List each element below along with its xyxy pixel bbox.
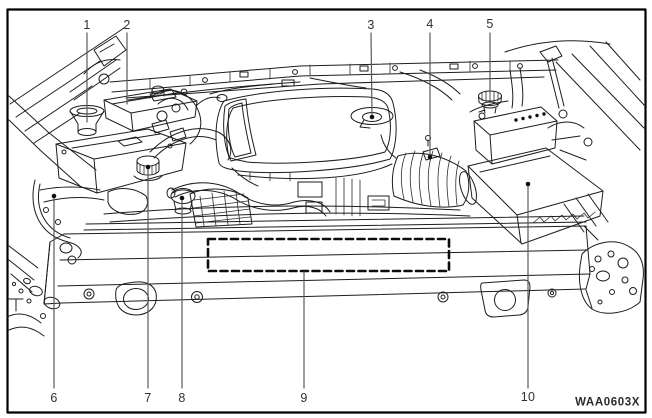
callout-label-3: 3	[367, 17, 375, 32]
callout-dot-3	[369, 114, 375, 120]
figure-code: WAA0603X	[575, 396, 640, 409]
support-bracket-right	[578, 225, 644, 314]
engine-cover	[215, 87, 397, 187]
left-fender	[8, 95, 105, 265]
wiper-linkage	[127, 79, 301, 102]
callout-leader-lines	[51, 32, 531, 389]
callout-label-9: 9	[300, 390, 308, 405]
engine-harness-tangle	[149, 67, 593, 161]
callout-dot-6	[51, 193, 57, 199]
radiator-support	[43, 215, 591, 318]
callout-label-10: 10	[520, 389, 536, 404]
callout-label-2: 2	[123, 17, 131, 32]
callout-dot-7	[145, 164, 151, 170]
callout-label-5: 5	[486, 16, 494, 31]
label-location-box	[206, 237, 451, 273]
callout-line-3	[370, 32, 373, 116]
callout-dot-8	[179, 195, 185, 201]
air-intake-duct	[380, 134, 477, 208]
front-corner-left	[6, 245, 61, 337]
callout-dot-4	[427, 154, 433, 160]
callout-dot-10	[525, 181, 531, 187]
callout-label-8: 8	[178, 390, 186, 405]
battery	[469, 100, 558, 165]
engine-lower-area	[103, 171, 471, 223]
callout-label-1: 1	[83, 17, 91, 32]
hood-edge-left	[9, 27, 127, 144]
cowl-panel	[109, 59, 559, 99]
hood-prop-rod	[539, 45, 568, 119]
air-cleaner-box	[467, 147, 609, 245]
callout-label-7: 7	[144, 390, 152, 405]
callout-label-6: 6	[50, 390, 58, 405]
washer-reservoir	[55, 105, 187, 194]
callout-label-4: 4	[426, 16, 434, 31]
fan-mesh	[189, 188, 253, 228]
hood-edge-right	[504, 40, 646, 151]
figure-border	[6, 8, 647, 414]
